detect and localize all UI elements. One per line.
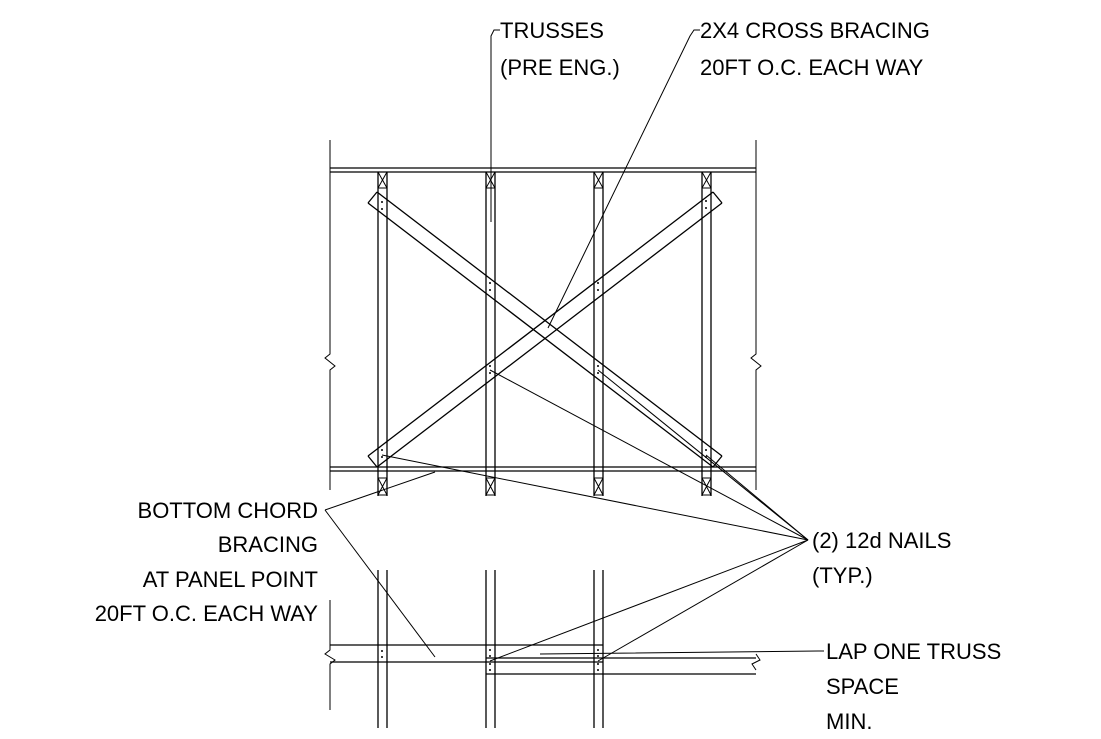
leader-lines	[324, 29, 824, 662]
leader-lap	[539, 650, 824, 655]
cross-brace-diagonal-b	[367, 191, 723, 468]
lap-section-view	[324, 570, 761, 728]
leader-nails-3	[597, 369, 809, 541]
top-wall-line	[330, 167, 756, 173]
lap-brace-right	[486, 653, 761, 675]
label-nails-1: (2) 12d NAILS	[812, 528, 951, 553]
label-lap-2: SPACE	[826, 674, 899, 699]
label-cross-bracing-1: 2X4 CROSS BRACING	[700, 18, 930, 43]
leader-bottom-chord-b	[324, 509, 436, 658]
leader-nails-2	[489, 369, 809, 541]
lap-brace-left	[324, 600, 603, 710]
label-bottom-chord-4: 20FT O.C. EACH WAY	[95, 601, 319, 626]
label-trusses-1: TRUSSES	[500, 18, 604, 43]
label-cross-bracing-2: 20FT O.C. EACH WAY	[700, 55, 924, 80]
leader-trusses	[490, 29, 500, 222]
cross-brace-diagonal-a	[367, 191, 723, 468]
label-bottom-chord-2: BRACING	[218, 532, 318, 557]
leader-nails-1	[381, 454, 809, 541]
leader-nails-6	[597, 539, 809, 662]
left-break-line	[324, 140, 336, 490]
truss-member-4	[701, 172, 712, 496]
nail-marks-section	[381, 649, 599, 671]
leader-nails-4	[705, 454, 809, 541]
leader-nails-5	[489, 539, 809, 662]
label-trusses-2: (PRE ENG.)	[500, 55, 620, 80]
label-lap-3: MIN.	[826, 709, 872, 734]
bottom-blocking	[377, 477, 712, 496]
truss-member-2	[485, 172, 496, 496]
label-bottom-chord-3: AT PANEL POINT	[143, 567, 318, 592]
leader-bottom-chord-a	[324, 471, 436, 511]
nail-marks-plan	[381, 200, 707, 458]
label-nails-2: (TYP.)	[812, 563, 873, 588]
top-blocking	[377, 171, 712, 189]
truss-member-3	[593, 172, 604, 496]
label-bottom-chord-1: BOTTOM CHORD	[138, 498, 318, 523]
leader-cross-bracing	[547, 29, 700, 329]
bottom-chord-line	[330, 466, 756, 472]
right-break-line	[750, 140, 762, 490]
label-lap-1: LAP ONE TRUSS	[826, 639, 1001, 664]
plan-view	[324, 140, 762, 496]
section-truss-stubs	[377, 570, 604, 728]
